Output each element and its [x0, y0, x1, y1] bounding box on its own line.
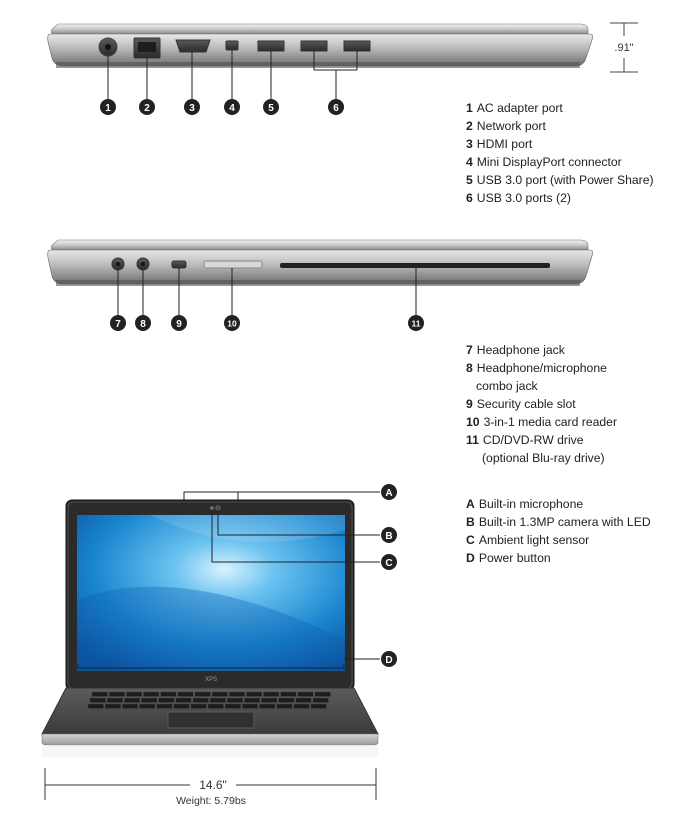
- keyboard-key: [190, 703, 207, 709]
- callout-badge-1: 1: [100, 99, 116, 115]
- front-view: [41, 491, 380, 800]
- side-view-right: [47, 239, 593, 315]
- svg-text:D: D: [385, 655, 392, 666]
- callout-badge-a: A: [381, 484, 397, 500]
- keyboard-key: [158, 697, 175, 703]
- callout-badge-3: 3: [184, 99, 200, 115]
- keyboard-key: [89, 697, 106, 703]
- keyboard-key: [259, 703, 276, 709]
- keyboard-key: [228, 691, 245, 697]
- keyboard-key: [263, 691, 280, 697]
- svg-text:1: 1: [105, 103, 111, 114]
- keyboard-key: [295, 697, 312, 703]
- callout-badge-5: 5: [263, 99, 279, 115]
- keyboard-key: [293, 703, 310, 709]
- keyboard-key: [224, 703, 241, 709]
- keyboard-key: [175, 697, 192, 703]
- brand-logo: XPS: [205, 677, 217, 683]
- keyboard-key: [246, 691, 263, 697]
- side-view-left: [47, 22, 638, 99]
- keyboard-key: [242, 703, 259, 709]
- keyboard-key: [244, 697, 261, 703]
- keyboard-key: [211, 691, 228, 697]
- keyboard-key: [156, 703, 173, 709]
- width-label: 14.6": [199, 778, 227, 792]
- thickness-label: .91": [614, 42, 633, 54]
- keyboard-key: [280, 691, 297, 697]
- keyboard-key: [194, 691, 211, 697]
- callout-badge-2: 2: [139, 99, 155, 115]
- keyboard-key: [297, 691, 314, 697]
- keyboard-key: [207, 703, 224, 709]
- keyboard-key: [87, 703, 104, 709]
- svg-text:7: 7: [115, 319, 121, 330]
- keyboard-key: [104, 703, 121, 709]
- keyboard-key: [139, 703, 156, 709]
- keyboard-key: [173, 703, 190, 709]
- svg-text:C: C: [385, 558, 392, 569]
- callout-badge-10: 10: [224, 315, 240, 331]
- keyboard-key: [124, 697, 141, 703]
- svg-text:4: 4: [229, 103, 235, 114]
- keyboard-key: [106, 697, 123, 703]
- callout-badge-9: 9: [171, 315, 187, 331]
- svg-text:3: 3: [189, 103, 195, 114]
- keyboard-key: [261, 697, 278, 703]
- keyboard-key: [312, 697, 329, 703]
- callout-badge-d: D: [381, 651, 397, 667]
- keyboard-key: [192, 697, 209, 703]
- keyboard-key: [141, 697, 158, 703]
- keyboard-key: [276, 703, 293, 709]
- svg-text:10: 10: [227, 319, 237, 329]
- keyboard-key: [278, 697, 295, 703]
- keyboard-key: [310, 703, 327, 709]
- callout-badge-6: 6: [328, 99, 344, 115]
- callout-badge-11: 11: [408, 315, 424, 331]
- keyboard-key: [91, 691, 108, 697]
- svg-text:9: 9: [176, 319, 182, 330]
- callout-badge-4: 4: [224, 99, 240, 115]
- keyboard-key: [160, 691, 177, 697]
- keyboard-key: [143, 691, 160, 697]
- keyboard-key: [314, 691, 331, 697]
- callout-badge-8: 8: [135, 315, 151, 331]
- keyboard-key: [226, 697, 243, 703]
- keyboard-key: [126, 691, 143, 697]
- svg-text:2: 2: [144, 103, 150, 114]
- svg-text:6: 6: [333, 103, 339, 114]
- callout-badge-c: C: [381, 554, 397, 570]
- svg-text:B: B: [385, 531, 392, 542]
- callout-badge-7: 7: [110, 315, 126, 331]
- svg-text:5: 5: [268, 103, 274, 114]
- callout-badge-b: B: [381, 527, 397, 543]
- keyboard-key: [209, 697, 226, 703]
- svg-text:8: 8: [140, 319, 146, 330]
- weight-label: Weight: 5.79bs: [176, 795, 246, 807]
- keyboard-key: [177, 691, 194, 697]
- keyboard-key: [108, 691, 125, 697]
- keyboard-key: [122, 703, 139, 709]
- svg-text:11: 11: [412, 319, 421, 329]
- svg-text:A: A: [385, 488, 392, 499]
